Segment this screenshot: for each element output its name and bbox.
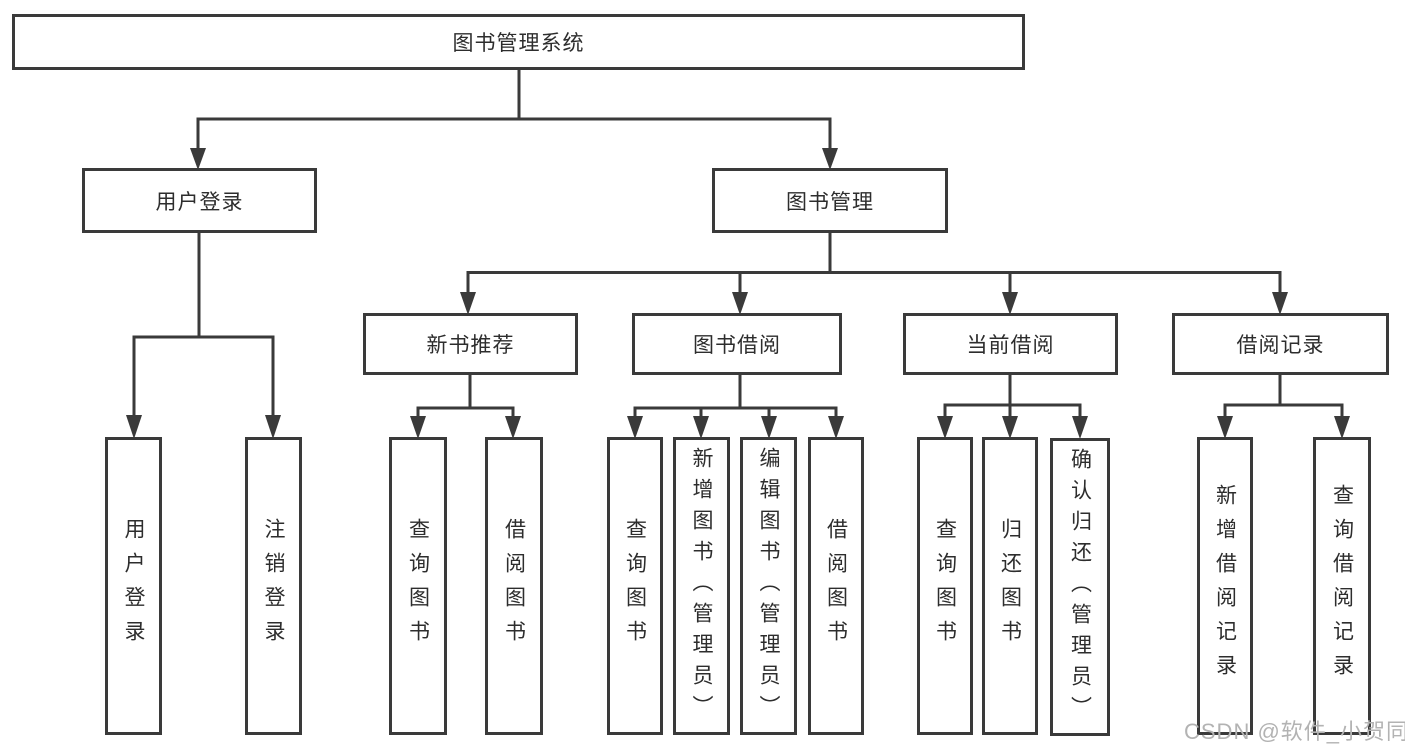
leaf-logout: 注销登录 (245, 437, 302, 735)
watermark: CSDN @软件_小贺同学 (1184, 719, 1405, 744)
node-book-borrowing-label: 图书借阅 (693, 334, 781, 357)
node-current-borrowing: 当前借阅 (903, 313, 1118, 375)
node-book-management-label: 图书管理 (786, 190, 874, 214)
leaf-return-books: 归还图书 (982, 437, 1038, 735)
node-user-login-label: 用户登录 (155, 190, 244, 214)
node-library-system: 图书管理系统 (12, 14, 1025, 70)
node-user-login: 用户登录 (82, 168, 317, 233)
node-library-system-label: 图书管理系统 (452, 32, 585, 55)
leaf-query-books-borrowing: 查询图书 (607, 437, 663, 735)
leaf-confirm-return-admin: 确认归还（管理员） (1050, 438, 1110, 736)
leaf-query-books-current: 查询图书 (917, 437, 973, 735)
node-current-borrowing-label: 当前借阅 (966, 334, 1055, 357)
node-borrowing-records: 借阅记录 (1172, 313, 1389, 375)
node-borrowing-records-label: 借阅记录 (1236, 334, 1325, 357)
node-new-book-recommend: 新书推荐 (363, 313, 578, 375)
node-book-borrowing: 图书借阅 (632, 313, 842, 375)
leaf-add-book-admin: 新增图书（管理员） (673, 437, 730, 735)
connector-lines (132, 70, 1344, 420)
leaf-add-borrow-record: 新增借阅记录 (1197, 437, 1253, 735)
leaf-query-borrow-record: 查询借阅记录 (1313, 437, 1371, 735)
leaf-borrow-books-recommend: 借阅图书 (485, 437, 543, 735)
leaf-query-books-recommend: 查询图书 (389, 437, 447, 735)
leaf-borrow-books-borrowing: 借阅图书 (808, 437, 864, 735)
leaf-user-login: 用户登录 (105, 437, 162, 735)
node-book-management: 图书管理 (712, 168, 948, 233)
leaf-edit-book-admin: 编辑图书（管理员） (740, 437, 797, 735)
node-new-book-recommend-label: 新书推荐 (426, 334, 515, 357)
arrowheads (126, 148, 1350, 439)
